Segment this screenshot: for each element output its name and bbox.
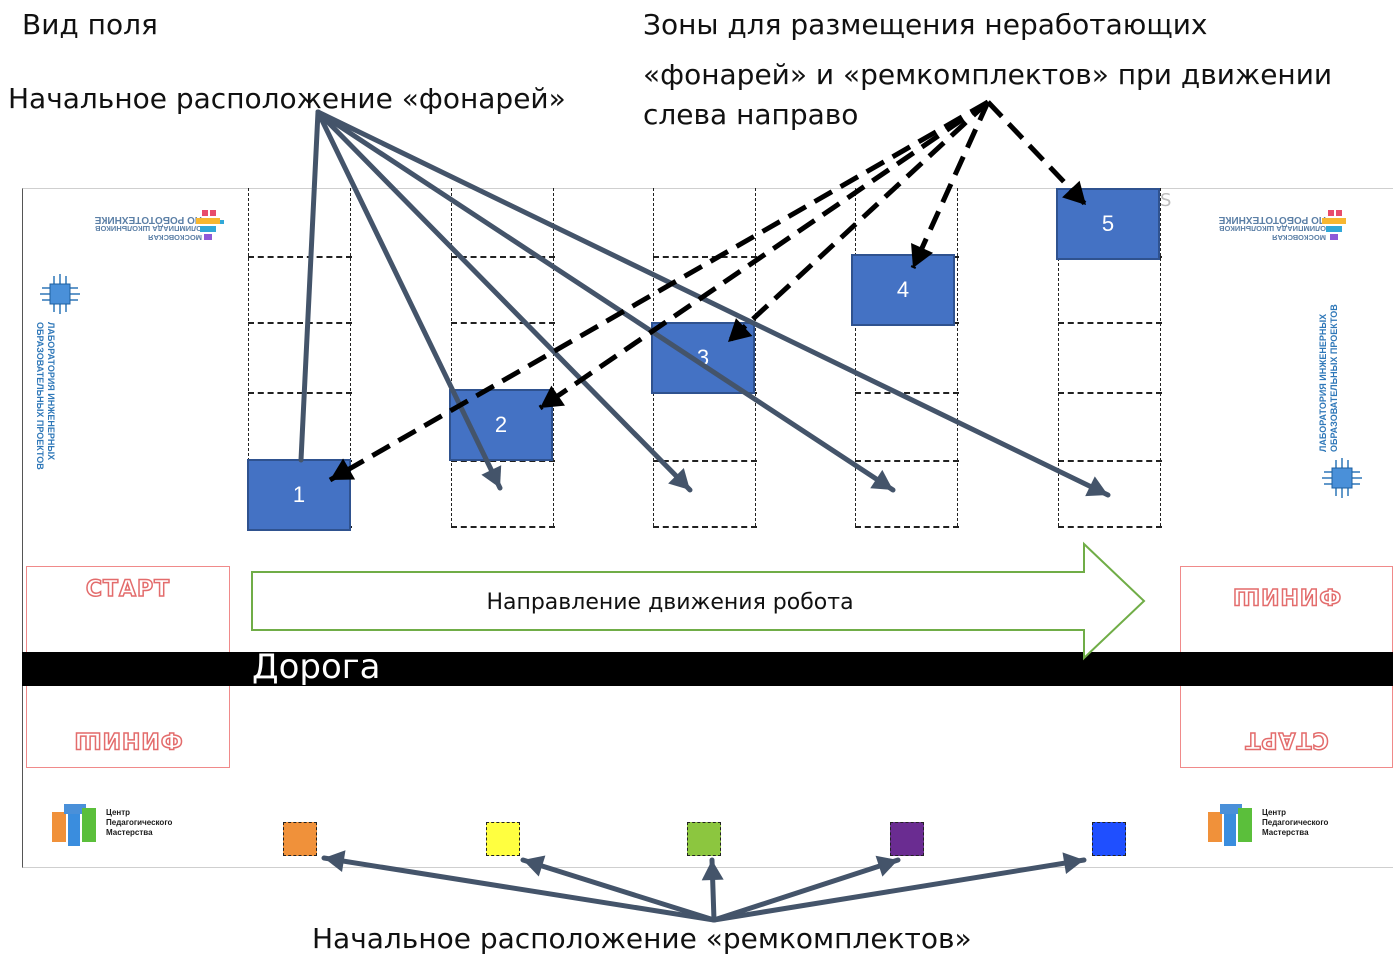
cell-divider: [451, 526, 555, 528]
repair-kit-yellow: [486, 822, 520, 856]
center-logo-line: Мастерства: [106, 828, 153, 837]
kits-start-caption: Начальное расположение «ремкомплектов»: [312, 922, 972, 955]
lab-logo-line: ЛАБОРАТОРИЯ ИНЖЕНЕРНЫХ: [46, 322, 56, 461]
finish-label: ФИНИШ: [73, 726, 184, 753]
center-logo-line: Педагогического: [1262, 818, 1329, 827]
kit-pointer-arrow: [520, 857, 717, 923]
lantern-4: 4: [851, 254, 955, 326]
center-logo-left: Центр Педагогического Мастерства: [52, 804, 212, 852]
cell-divider: [1058, 392, 1162, 394]
zones-caption-line3: слева направо: [643, 98, 859, 131]
cell-divider: [855, 392, 959, 394]
olympiad-logo-left: МОСКОВСКАЯ ОЛИМПИАДА ШКОЛЬНИКОВ ПО РОБОТ…: [52, 206, 232, 256]
kit-pointer-arrow: [711, 857, 901, 923]
olympiad-logo-line: ОЛИМПИАДА ШКОЛЬНИКОВ: [95, 224, 202, 233]
lantern-1: 1: [247, 459, 351, 531]
finish-label: ФИНИШ: [1231, 582, 1342, 609]
repair-kit-orange: [283, 822, 317, 856]
lab-logo-line: ОБРАЗОВАТЕЛЬНЫХ ПРОЕКТОВ: [35, 322, 45, 470]
olympiad-logo-line: ОЛИМПИАДА ШКОЛЬНИКОВ: [1219, 224, 1326, 233]
start-label: СТАРТ: [1244, 726, 1330, 753]
cell-divider: [855, 526, 959, 528]
road-label: Дорога: [252, 647, 381, 687]
cell-divider: [1058, 460, 1162, 462]
lanterns-start-caption: Начальное расположение «фонарей»: [8, 82, 566, 115]
olympiad-logo-line: ПО РОБОТОТЕХНИКЕ: [94, 214, 202, 225]
lab-logo-right: ЛАБОРАТОРИЯ ИНЖЕНЕРНЫХ ОБРАЗОВАТЕЛЬНЫХ П…: [1318, 272, 1346, 452]
cell-divider: [653, 526, 757, 528]
center-emblem-icon: [1208, 804, 1254, 846]
cell-divider: [1058, 322, 1162, 324]
chip-icon: [38, 272, 82, 316]
placement-column: [855, 188, 958, 526]
figure-title: Вид поля: [22, 8, 158, 41]
olympiad-logo-right: МОСКОВСКАЯ ОЛИМПИАДА ШКОЛЬНИКОВ ПО РОБОТ…: [1186, 206, 1366, 256]
zones-caption-line1: Зоны для размещения неработающих: [643, 8, 1208, 41]
chip-icon: [1320, 456, 1364, 500]
center-logo-right: Центр Педагогического Мастерства: [1208, 804, 1368, 852]
road: [22, 652, 1393, 686]
start-label: СТАРТ: [85, 576, 171, 603]
cell-divider: [248, 392, 352, 394]
olympiad-logo-line: ПО РОБОТОТЕХНИКЕ: [1218, 214, 1326, 225]
stray-letter: S: [1160, 190, 1172, 211]
cell-divider: [248, 256, 352, 258]
lantern-3: 3: [651, 322, 755, 394]
repair-kit-green: [687, 822, 721, 856]
repair-kit-blue: [1092, 822, 1126, 856]
cell-divider: [653, 460, 757, 462]
kit-pointer-arrow: [709, 857, 717, 923]
lantern-2: 2: [449, 389, 553, 461]
repair-kit-purple: [890, 822, 924, 856]
direction-label: Направление движения робота: [486, 590, 854, 615]
cell-divider: [855, 460, 959, 462]
center-logo-line: Мастерства: [1262, 828, 1309, 837]
center-logo-line: Педагогического: [106, 818, 173, 827]
olympiad-logo-line: МОСКОВСКАЯ: [1272, 233, 1326, 242]
lab-logo-left: ЛАБОРАТОРИЯ ИНЖЕНЕРНЫХ ОБРАЗОВАТЕЛЬНЫХ П…: [35, 322, 70, 502]
center-logo-line: Центр: [106, 808, 131, 817]
placement-column: [451, 188, 554, 526]
zones-caption-line2: «фонарей» и «ремкомплектов» при движении: [643, 58, 1333, 91]
cell-divider: [653, 256, 757, 258]
kit-pointer-arrow: [711, 857, 1087, 923]
center-logo-line: Центр: [1262, 808, 1287, 817]
cell-divider: [451, 256, 555, 258]
cell-divider: [248, 322, 352, 324]
cell-divider: [1058, 526, 1162, 528]
cell-divider: [451, 322, 555, 324]
olympiad-emblem-icon: [194, 210, 224, 242]
olympiad-emblem-icon: [1320, 210, 1350, 242]
lantern-5: 5: [1056, 188, 1160, 260]
direction-arrow: [251, 541, 1146, 661]
lab-logo-line: ОБРАЗОВАТЕЛЬНЫХ ПРОЕКТОВ: [1329, 304, 1339, 452]
center-emblem-icon: [52, 804, 98, 846]
lab-logo-line: ЛАБОРАТОРИЯ ИНЖЕНЕРНЫХ: [1318, 313, 1328, 452]
start-zone-left: СТАРТ ФИНИШ: [26, 566, 230, 768]
